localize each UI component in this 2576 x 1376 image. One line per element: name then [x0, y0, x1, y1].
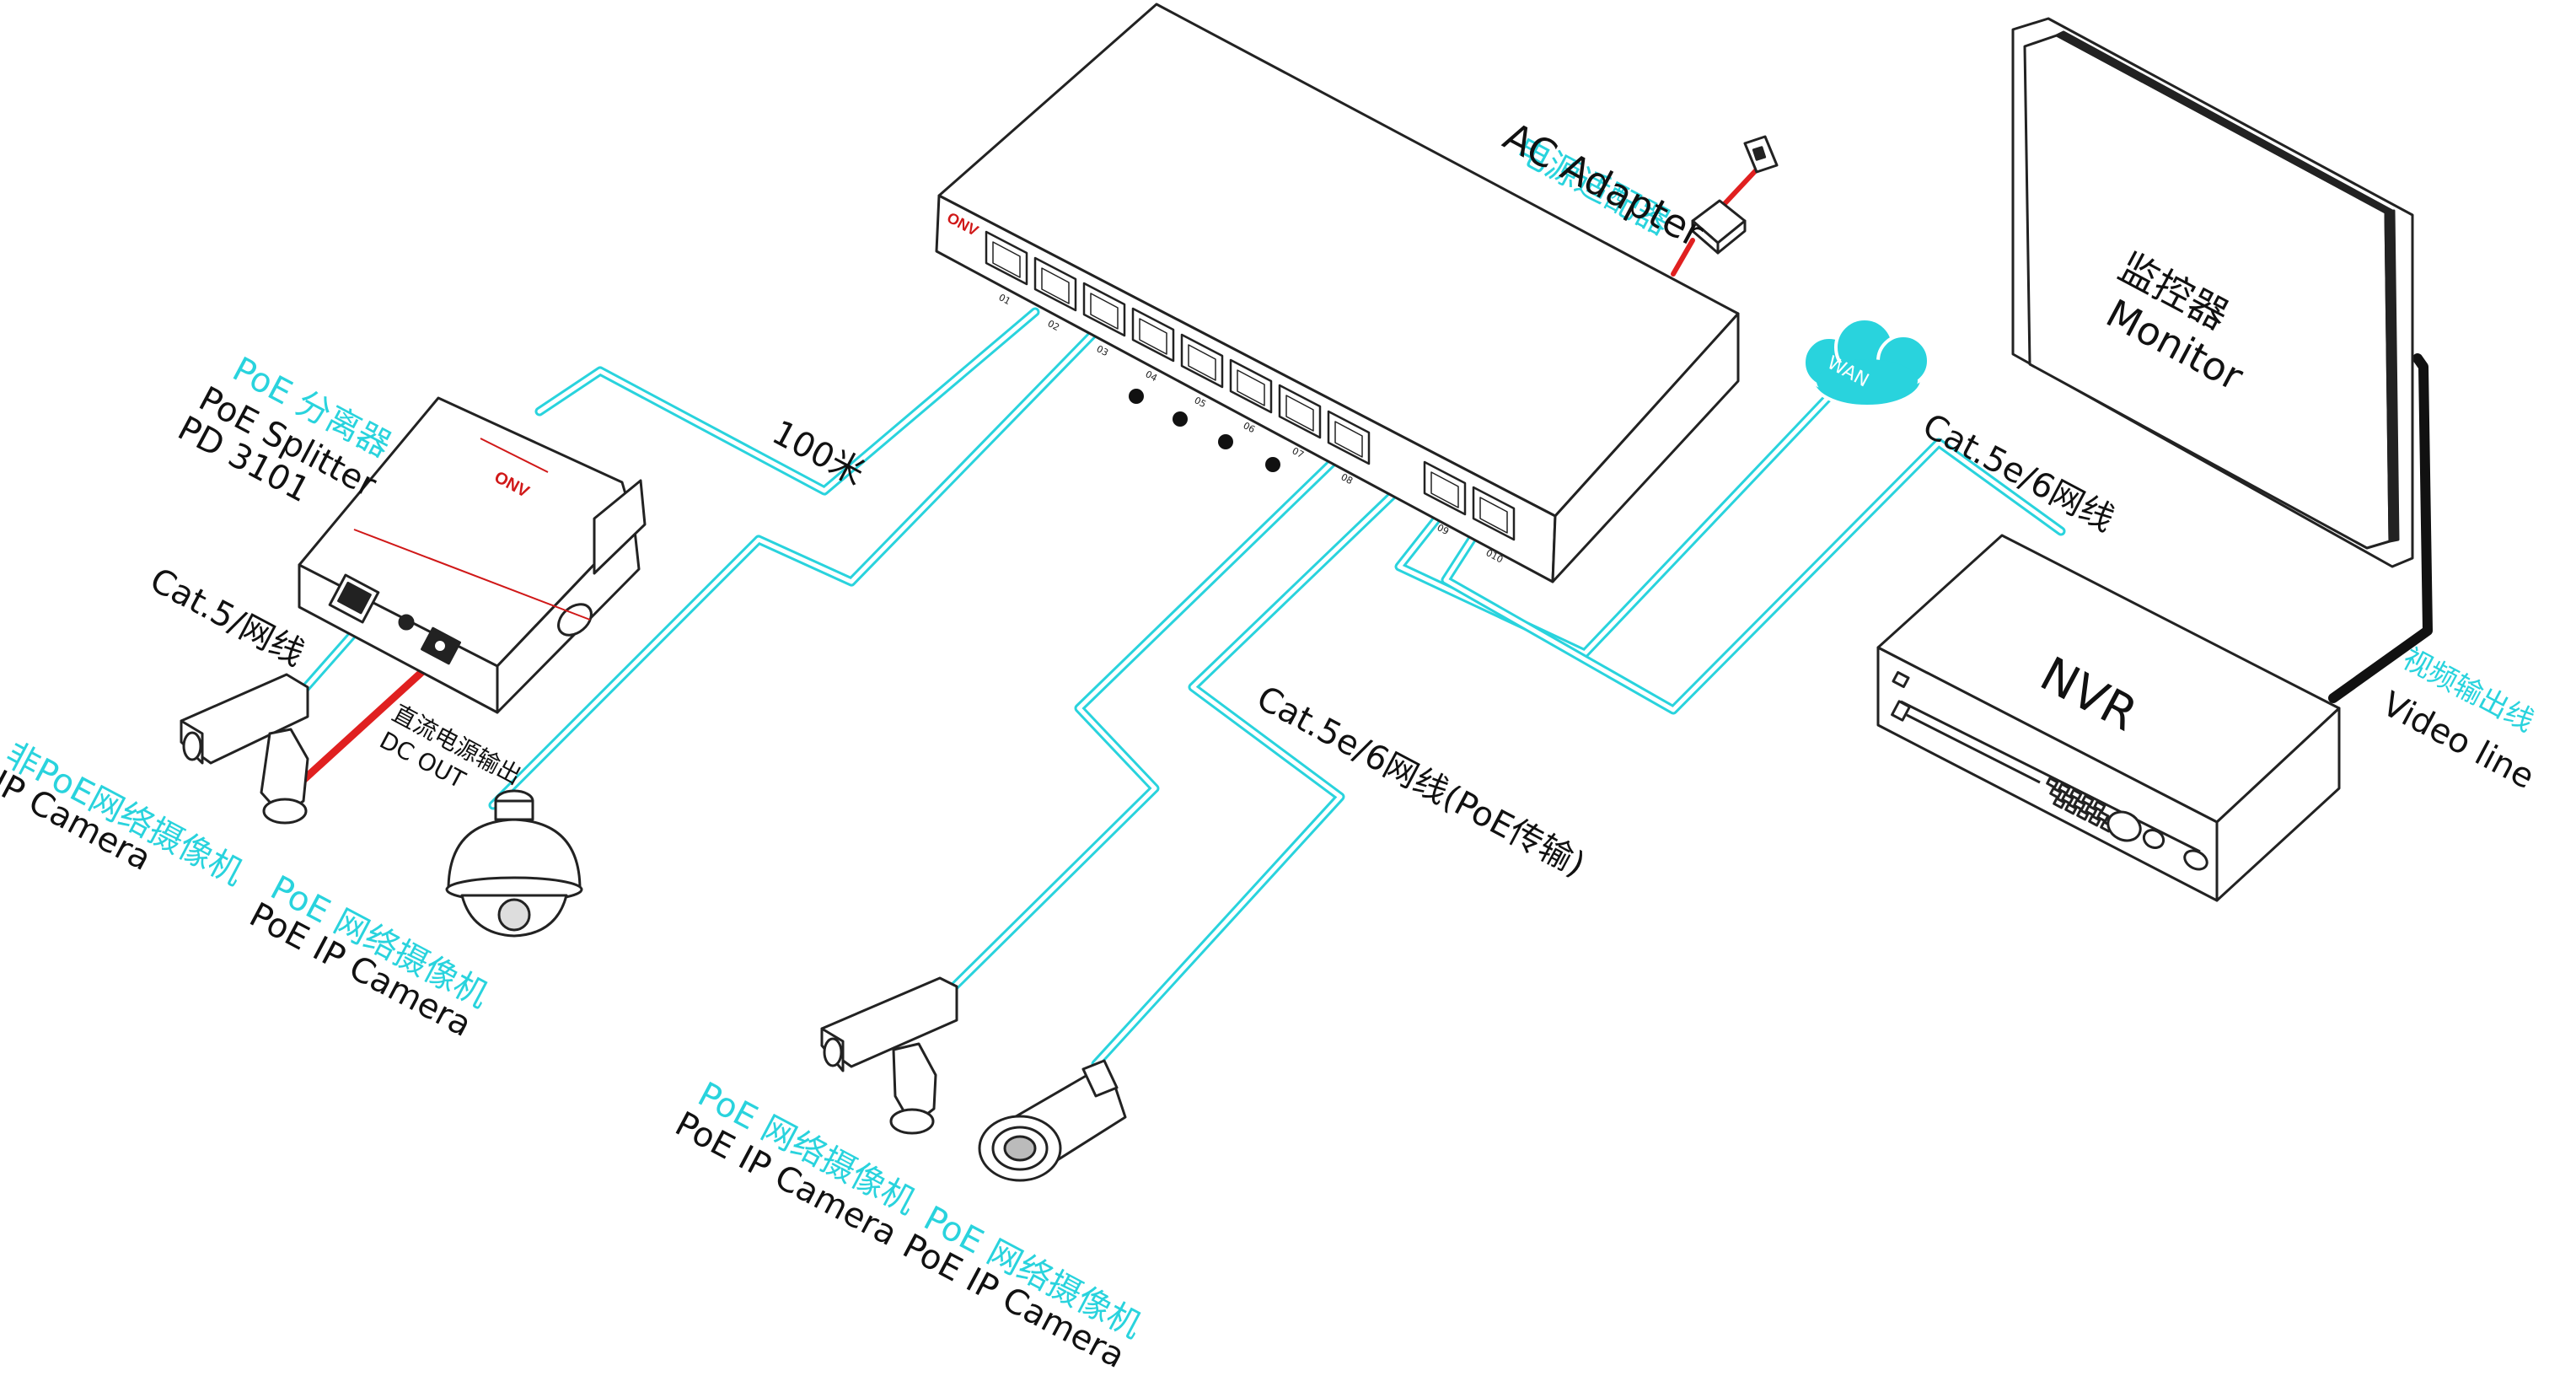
switch-port-3: 03: [1082, 282, 1126, 358]
monitor: [2011, 17, 2414, 568]
splitter-led: [398, 614, 415, 631]
switch-port-9: 09: [1423, 460, 1467, 537]
wan-cloud: [1802, 317, 1930, 408]
poe-dome-camera-icon: [445, 789, 583, 938]
ac-adapter: [1691, 135, 1779, 255]
nvr-button: [2096, 810, 2110, 823]
poe-bullet-camera-icon: [978, 1059, 1127, 1182]
video-line-cable: [2328, 353, 2433, 703]
switch-port-label: 03: [1095, 343, 1110, 358]
nvr-button: [2058, 782, 2071, 795]
switch-port-4: 04: [1131, 307, 1175, 384]
nvr-button: [2049, 787, 2063, 799]
switch-port-5: 05: [1180, 333, 1224, 410]
non-poe-camera-icon: [180, 673, 309, 825]
switch-port-7: 07: [1278, 384, 1322, 460]
switch-port-label: 04: [1144, 368, 1159, 384]
switch-port-2: 02: [1033, 256, 1077, 333]
switch-port-label: 08: [1339, 471, 1355, 486]
nvr-button: [2076, 809, 2090, 821]
switch-port-label: 05: [1193, 395, 1208, 410]
switch-port-8: 08: [1327, 410, 1371, 486]
poe-splitter: ONV: [298, 396, 647, 714]
nvr-button: [2069, 788, 2083, 801]
ac-power-line: [1671, 238, 1695, 277]
switch-port-1: 01: [985, 230, 1028, 307]
ellipsis-dots: [1129, 389, 1280, 472]
nvr-button: [2073, 798, 2086, 811]
nvr: [1876, 534, 2341, 902]
switch-side: [1551, 312, 1740, 583]
switch-port-label: 06: [1242, 420, 1257, 435]
nvr-button: [2085, 804, 2098, 817]
switch-port-label: 09: [1436, 522, 1451, 537]
nvr-button: [2064, 803, 2078, 815]
nvr-button: [2093, 800, 2106, 813]
poe-box-camera-icon: [820, 976, 958, 1135]
switch-port-label: 02: [1046, 318, 1061, 333]
nvr-button: [2061, 793, 2074, 805]
nvr-button: [2053, 797, 2066, 809]
switch-port-label: 01: [997, 292, 1012, 307]
nvr-button: [2088, 814, 2101, 827]
switch-port-6: 06: [1229, 358, 1273, 435]
switch-port-label: 07: [1291, 445, 1306, 460]
nvr-button: [2081, 794, 2095, 807]
nvr-button: [2046, 777, 2059, 789]
